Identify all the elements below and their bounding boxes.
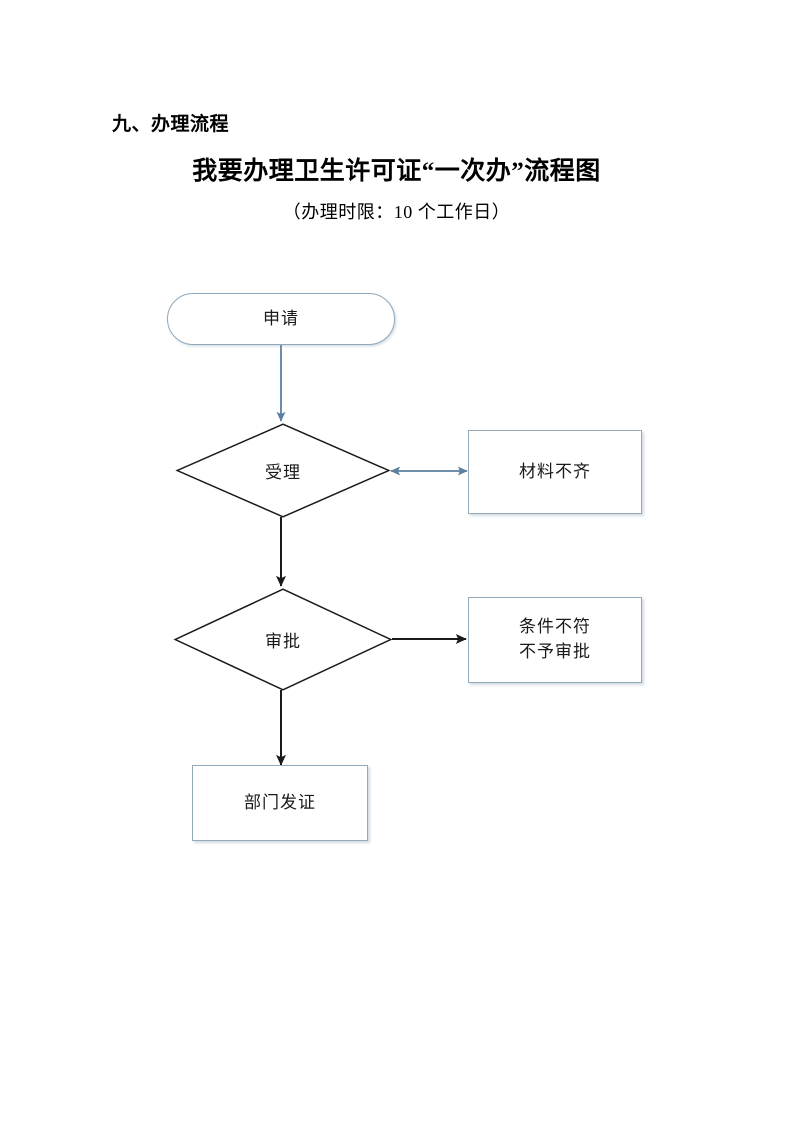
- node-denied[interactable]: 条件不符 不予审批: [468, 597, 642, 683]
- node-accept-label: 受理: [265, 463, 301, 482]
- node-apply-label: 申请: [263, 308, 299, 328]
- node-denied-label-line1: 条件不符: [519, 617, 591, 637]
- node-issue-certificate-label: 部门发证: [244, 792, 316, 812]
- node-approve-label: 审批: [265, 632, 301, 651]
- node-accept[interactable]: 受理: [175, 423, 391, 518]
- node-denied-label: 条件不符 不予审批: [519, 615, 591, 664]
- section-heading: 九、办理流程: [112, 114, 230, 135]
- page-title: 我要办理卫生许可证“一次办”流程图: [192, 158, 601, 185]
- diamond-accept-shape: [175, 423, 391, 518]
- node-denied-label-line2: 不予审批: [519, 642, 591, 661]
- diamond-approve-shape: [173, 588, 393, 691]
- node-approve[interactable]: 审批: [173, 588, 393, 691]
- node-issue-certificate[interactable]: 部门发证: [192, 765, 368, 841]
- node-apply[interactable]: 申请: [167, 293, 395, 345]
- node-material-incomplete-label: 材料不齐: [519, 461, 591, 481]
- node-material-incomplete[interactable]: 材料不齐: [468, 430, 642, 514]
- page-subtitle: （办理时限：10 个工作日）: [282, 202, 511, 222]
